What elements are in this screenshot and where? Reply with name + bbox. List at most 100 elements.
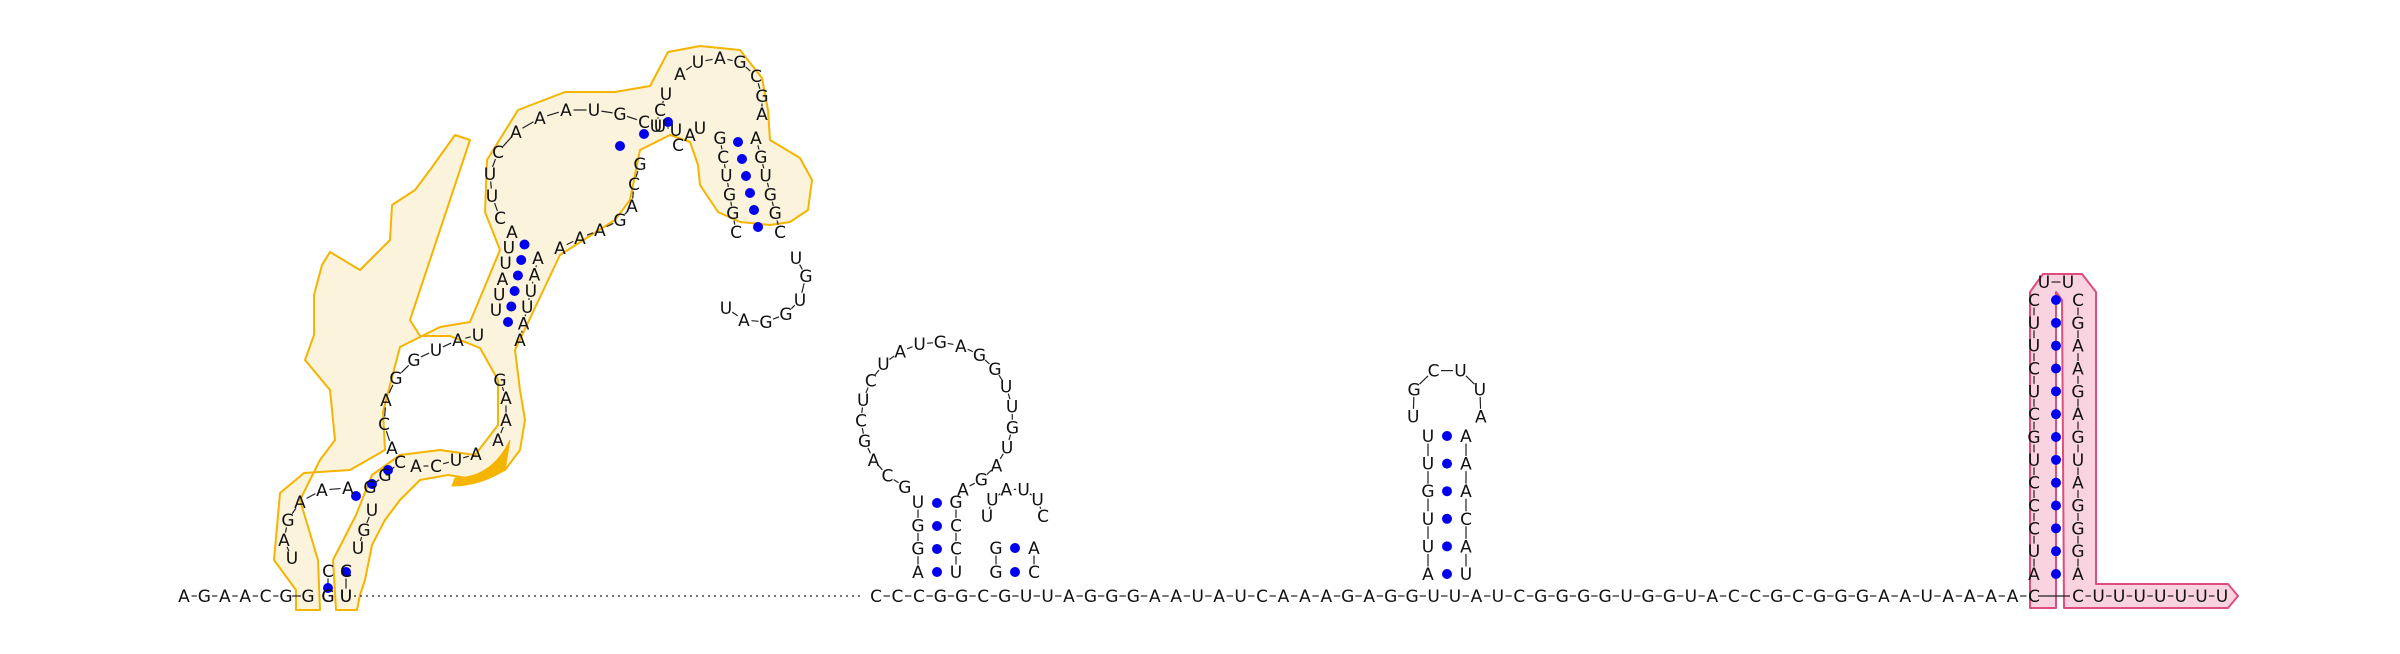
stem-nucleotide: C — [340, 562, 352, 582]
backbone-link — [878, 465, 883, 471]
baseline-nucleotide: U — [1191, 587, 1203, 607]
base-pair-dot — [2051, 340, 2061, 351]
loop-nucleotide: A — [868, 451, 880, 471]
loop-nucleotide: U — [981, 507, 993, 527]
loop-nucleotide: C — [638, 113, 650, 133]
backbone-link — [400, 364, 410, 374]
tail-nucleotide: U — [2092, 587, 2104, 607]
backbone-link — [720, 145, 723, 150]
backbone-link — [861, 427, 864, 434]
loop-nucleotide: U — [588, 101, 600, 121]
baseline-nucleotide: G — [198, 587, 211, 607]
stem-nucleotide: U — [950, 563, 962, 583]
loop-nucleotide: G — [988, 360, 1001, 380]
loop-nucleotide: U — [913, 335, 925, 355]
stem-nucleotide: U — [2028, 542, 2040, 562]
baseline-nucleotide: G — [998, 587, 1011, 607]
stem-nucleotide: A — [1460, 482, 1472, 502]
stem-nucleotide: A — [518, 315, 530, 335]
baseline-nucleotide: G — [934, 587, 947, 607]
base-pair-dot — [1442, 569, 1452, 579]
backbone-link — [546, 111, 560, 117]
backbone-link — [635, 171, 639, 177]
base-pair-dot — [351, 491, 361, 501]
stem-nucleotide: U — [490, 301, 502, 321]
loop-nucleotide: A — [756, 105, 768, 125]
loop-nucleotide: G — [633, 155, 646, 175]
baseline-nucleotide: G — [1127, 587, 1140, 607]
backbone-link — [291, 507, 297, 515]
baseline-nucleotide: U — [1492, 587, 1504, 607]
backbone-link — [790, 304, 796, 310]
stem-nucleotide: U — [352, 539, 364, 559]
base-pair-dot — [1010, 543, 1020, 553]
highlight-nucleotide: C — [430, 457, 442, 477]
backbone-link — [1029, 493, 1032, 496]
stem-nucleotide: G — [2071, 382, 2084, 402]
loop-nucleotide: U — [1017, 480, 1029, 500]
stem-nucleotide: A — [532, 249, 544, 269]
base-pair-dot — [733, 137, 743, 147]
backbone-link — [723, 164, 726, 169]
stem-nucleotide: A — [2072, 474, 2084, 494]
baseline-nucleotide: G — [1834, 587, 1847, 607]
baseline-nucleotide: G — [1599, 587, 1612, 607]
stem-nucleotide: U — [2072, 451, 2084, 471]
loop-nucleotide: U — [654, 117, 666, 137]
stem-nucleotide: G — [911, 540, 924, 560]
baseline-nucleotide: A — [2007, 587, 2019, 607]
stem-nucleotide: C — [2028, 405, 2040, 425]
baseline-nucleotide: G — [1406, 587, 1419, 607]
loop-nucleotide: A — [500, 411, 512, 431]
backbone-link — [284, 527, 288, 533]
base-pair-dot — [519, 239, 530, 250]
stem-nucleotide: G — [321, 587, 334, 607]
loop-nucleotide: G — [898, 478, 911, 498]
stem-nucleotide: A — [497, 270, 509, 290]
base-pair-dot — [2051, 454, 2061, 465]
loop-nucleotide: A — [316, 481, 328, 501]
backbone-link — [874, 369, 880, 375]
loop-nucleotide: C — [881, 467, 893, 487]
domain-2-outline — [2029, 273, 2239, 609]
stem-nucleotide: U — [759, 167, 771, 187]
baseline-nucleotide: C — [1728, 587, 1740, 607]
stem-nucleotide: G — [363, 478, 376, 498]
domain-outlines — [273, 45, 2239, 611]
loop-nucleotide: C — [628, 175, 640, 195]
loop-nucleotide: A — [957, 480, 969, 500]
stem-nucleotide: U — [493, 285, 505, 305]
backbone-link — [1419, 375, 1429, 385]
baseline-nucleotide: A — [239, 587, 251, 607]
base-pair-dot — [2051, 432, 2061, 442]
loop-nucleotide: C — [1037, 507, 1049, 527]
stem-nucleotide: G — [1421, 482, 1434, 502]
loop-nucleotide: G — [389, 369, 402, 389]
base-pair-markers — [323, 117, 2061, 593]
stem-nucleotide: C — [717, 148, 729, 168]
backbone-link — [867, 447, 871, 454]
loop-nucleotide: C — [492, 143, 504, 163]
loop-nucleotide: U — [857, 391, 869, 411]
backbone-link — [626, 115, 638, 121]
backbone-link — [566, 240, 574, 246]
backbone-link — [442, 342, 452, 348]
stem-nucleotide: A — [514, 331, 526, 351]
loop-nucleotide: C — [1428, 362, 1440, 382]
loop-nucleotide: U — [1407, 407, 1419, 427]
backbone-link — [998, 493, 1001, 496]
loop-nucleotide: A — [500, 389, 512, 409]
backbone-link — [801, 283, 805, 293]
stem-nucleotide: A — [1460, 427, 1472, 447]
loop-nucleotide: A — [342, 479, 354, 499]
baseline-nucleotide: C — [1792, 587, 1804, 607]
backbone-link — [420, 352, 430, 358]
backbone-link — [329, 487, 341, 491]
base-pair-dot — [383, 465, 393, 475]
baseline-nucleotide: G — [1341, 587, 1354, 607]
baseline-nucleotide: C — [913, 587, 925, 607]
base-pair-dot — [2051, 569, 2061, 579]
loop-nucleotide: G — [613, 105, 626, 125]
baseline-nucleotide: A — [1471, 587, 1483, 607]
baseline-nucleotide: C — [870, 587, 882, 607]
